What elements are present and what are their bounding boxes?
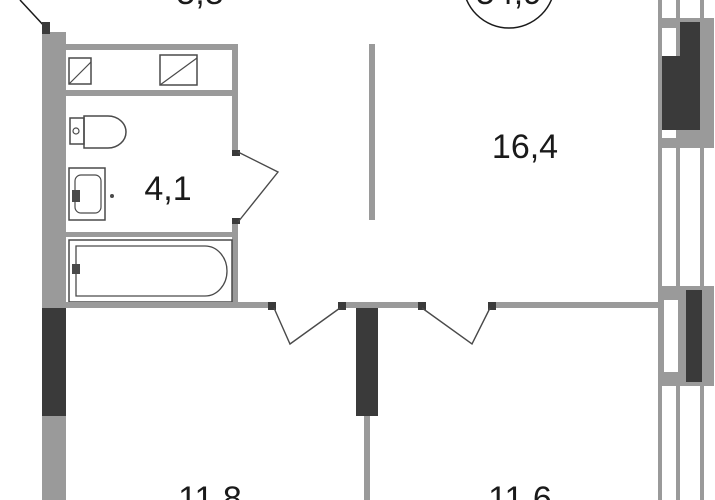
window-pier-top-a [680,22,700,56]
right-wall-outer-line [700,0,704,500]
toilet-flush [72,127,80,135]
door-jamb-right-a [418,302,426,310]
appliance-box-1 [68,57,92,85]
bathroom [66,96,280,306]
toilet-tank [69,117,85,145]
right-exterior-wall [658,0,714,500]
niche-right-wall [232,44,238,96]
wall-marker [42,22,50,34]
corridor-wall-right [496,302,662,308]
bedroom-right-area-label: 11,6 [488,480,552,500]
sink-cabinet [68,167,106,221]
bedroom-left-door-swing [273,307,341,346]
leader-line [19,0,47,29]
door-jamb-right-b [488,302,496,310]
total-area-label: 54,9 [476,0,542,12]
bathtub-inner [75,245,228,297]
living-divider [369,44,375,220]
bedroom-right-door-swing [421,307,491,346]
left-wall-body [42,32,66,500]
bath-partition [66,232,238,237]
partition-dark [356,308,378,416]
left-exterior-wall [19,0,66,500]
appliance-diagonal-1 [68,61,92,85]
appliance-box-2 [159,54,198,86]
bathroom-area-label: 4,1 [144,170,191,208]
window-pier-bottom [686,290,702,382]
door-jamb-bottom [232,218,240,224]
corridor-wall [66,302,662,346]
total-area-badge [465,0,553,29]
partition-light [364,416,370,500]
bathroom-right-wall-upper [232,96,238,152]
living-room-area-label: 16,4 [492,128,558,166]
sink-faucet [72,190,80,202]
bathroom-door-swing [237,151,280,223]
corridor-wall-left [66,302,272,308]
door-jamb-left-a [268,302,276,310]
corridor-wall-middle [346,302,418,308]
bedroom-left-area-label: 11,8 [178,480,242,500]
door-jamb-left-b [338,302,346,310]
window-glass-bottom [664,300,678,372]
storage-niche [66,44,238,96]
right-wall-mid-line [676,0,680,500]
toilet-bowl [83,115,127,149]
door-jamb-top [232,150,240,156]
bedroom-partition [356,308,378,500]
bathtub-outer [68,239,233,303]
niche-top-wall [66,44,238,50]
bathtub-faucet [72,264,80,274]
bathroom-right-wall-lower [232,220,238,306]
right-wall-inner-line [658,0,662,500]
niche-bottom-wall [66,90,238,96]
window-pier-top-b [662,56,700,130]
top-room-area-label: 5,8 [176,0,223,12]
left-wall-dark-segment [42,308,66,416]
appliance-diagonal-2 [159,57,198,86]
sink-drain [110,194,114,198]
